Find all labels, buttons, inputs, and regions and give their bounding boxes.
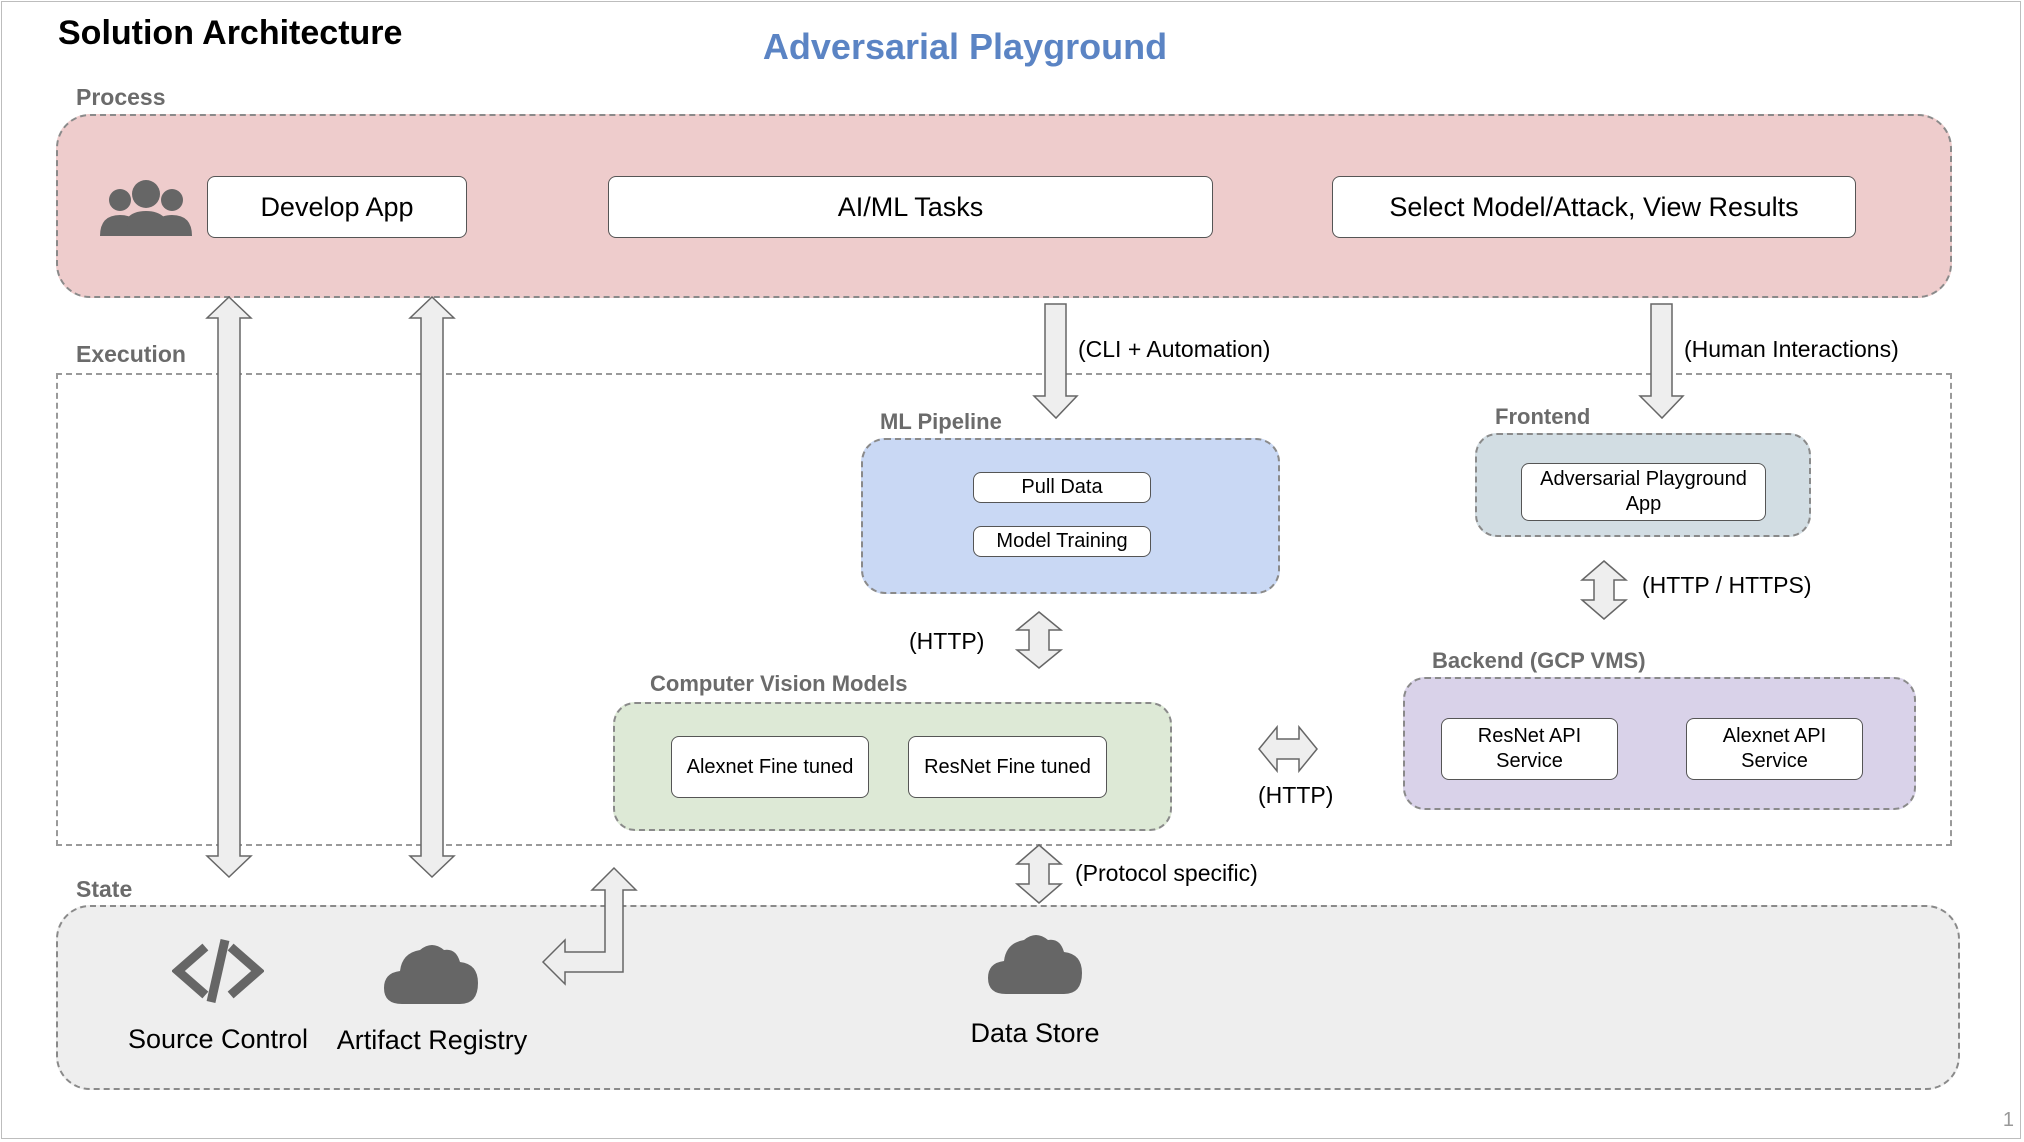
adversarial-app-box: Adversarial Playground App xyxy=(1521,463,1766,521)
artifact-cv-arrow xyxy=(541,866,638,986)
develop-artifact-arrow xyxy=(408,295,456,879)
pull-data-box: Pull Data xyxy=(973,472,1151,503)
section-label-state: State xyxy=(76,876,133,902)
select-model-box: Select Model/Attack, View Results xyxy=(1332,176,1856,238)
artifact-registry-label: Artifact Registry xyxy=(336,1025,528,1055)
cv-backend-arrow xyxy=(1258,724,1318,774)
resnet-finetuned-box: ResNet Fine tuned xyxy=(908,736,1107,798)
http-pipeline-label: (HTTP) xyxy=(909,628,985,654)
execution-region xyxy=(56,373,1952,846)
code-icon xyxy=(171,936,265,1006)
page-title: Solution Architecture xyxy=(58,14,403,52)
data-store-label: Data Store xyxy=(970,1018,1100,1048)
adversarial-app-line1: Adversarial Playground xyxy=(1540,468,1747,490)
ml-pipeline-group xyxy=(861,438,1280,594)
section-label-execution: Execution xyxy=(76,341,186,367)
aiml-tasks-box: AI/ML Tasks xyxy=(608,176,1213,238)
page-number: 1 xyxy=(2002,1109,2014,1131)
http-https-label: (HTTP / HTTPS) xyxy=(1642,572,1812,598)
frontend-backend-arrow xyxy=(1579,560,1629,620)
adversarial-app-line2: App xyxy=(1625,493,1662,515)
develop-source-arrow xyxy=(205,295,253,879)
resnet-api-line2: Service xyxy=(1496,750,1563,772)
cv-models-label: Computer Vision Models xyxy=(650,671,908,696)
human-down-arrow xyxy=(1638,303,1685,420)
diagram-title: Adversarial Playground xyxy=(762,26,1168,67)
resnet-api-box: ResNet API Service xyxy=(1441,718,1618,780)
http-backend-label: (HTTP) xyxy=(1258,782,1334,808)
human-interactions-label: (Human Interactions) xyxy=(1684,336,1899,362)
cli-down-arrow xyxy=(1032,303,1079,420)
datastore-cloud-icon xyxy=(988,930,1082,994)
alexnet-finetuned-box: Alexnet Fine tuned xyxy=(671,736,869,798)
cli-automation-label: (CLI + Automation) xyxy=(1078,336,1271,362)
users-icon xyxy=(98,178,194,236)
section-label-process: Process xyxy=(76,84,166,110)
ml-cv-arrow xyxy=(1014,611,1064,669)
cv-datastore-arrow xyxy=(1014,844,1064,904)
alexnet-api-box: Alexnet API Service xyxy=(1686,718,1863,780)
protocol-specific-label: (Protocol specific) xyxy=(1075,860,1258,886)
source-control-label: Source Control xyxy=(127,1024,309,1054)
resnet-api-line1: ResNet API xyxy=(1477,725,1582,747)
state-region xyxy=(56,905,1960,1090)
frontend-label: Frontend xyxy=(1495,404,1591,429)
alexnet-api-line1: Alexnet API xyxy=(1722,725,1827,747)
backend-label: Backend (GCP VMS) xyxy=(1432,648,1646,673)
model-training-box: Model Training xyxy=(973,526,1151,557)
ml-pipeline-label: ML Pipeline xyxy=(880,409,1002,434)
develop-app-box: Develop App xyxy=(207,176,467,238)
alexnet-api-line2: Service xyxy=(1741,750,1808,772)
artifact-cloud-icon xyxy=(384,940,478,1004)
